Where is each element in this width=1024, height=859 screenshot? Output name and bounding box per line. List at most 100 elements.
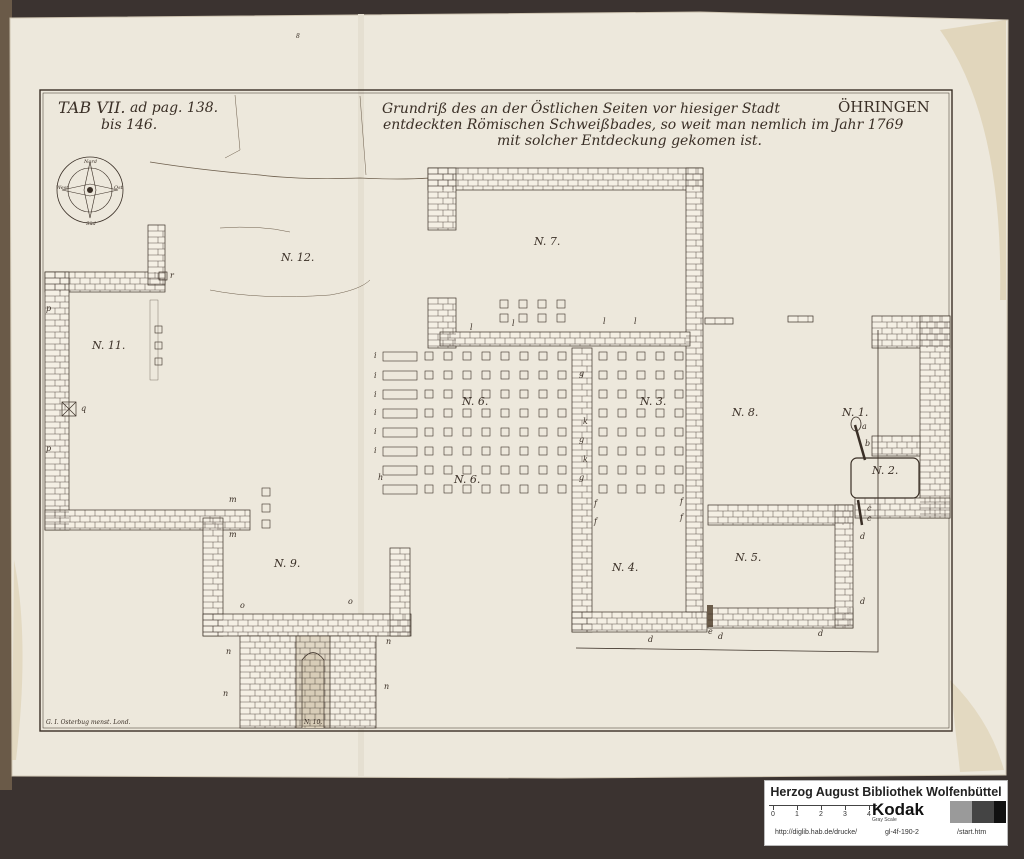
ruler-label: 3: [843, 811, 847, 818]
letter-o: o: [348, 597, 353, 606]
pillar-stack: [424, 446, 434, 456]
pillar-stack: [538, 427, 548, 437]
brick-courses: [920, 316, 950, 518]
room-n8: N. 8.: [732, 406, 759, 419]
pillar-stack: [557, 389, 567, 399]
letter-q: q: [81, 404, 87, 413]
letter-l: l: [634, 317, 637, 326]
pillar-stack: [261, 519, 271, 529]
drain-channel: [575, 330, 879, 653]
wall-n7: [427, 167, 704, 619]
page-number: 8: [296, 33, 300, 40]
pillar-stack: [443, 446, 453, 456]
pillar-stack: [557, 484, 567, 494]
pillar-stack: [424, 351, 434, 361]
letter-i: i: [374, 390, 377, 399]
pillar-stack: [424, 465, 434, 475]
title-line-3: mit solcher Entdeckung gekomen ist.: [497, 133, 763, 149]
pillar-stack: [519, 446, 529, 456]
pillar-stack: [537, 299, 547, 309]
pillar-stack: [261, 503, 271, 513]
pillar-row: [382, 484, 418, 495]
pillar-stack: [518, 313, 528, 323]
gray-chip-light: [950, 801, 972, 823]
room-n11: N. 11.: [92, 339, 126, 352]
plate-border: [39, 89, 953, 732]
pillar-stack: [557, 427, 567, 437]
pillar-stack: [655, 427, 665, 437]
pillar-stack: [617, 408, 627, 418]
ruler-label: 1: [795, 811, 799, 818]
room-n1: N. 1.: [842, 406, 869, 419]
brick-courses: [572, 348, 592, 632]
pillar-stack: [636, 370, 646, 380]
brick-courses: [45, 272, 69, 530]
pillar-stack: [636, 484, 646, 494]
pillar-stack: [617, 446, 627, 456]
letter-n: n: [223, 689, 229, 698]
pillar-row: [382, 446, 418, 457]
pillar-stack: [154, 357, 163, 366]
pillar-stack: [617, 370, 627, 380]
room-n5: N. 5.: [735, 551, 762, 564]
pillar-stack: [462, 389, 472, 399]
letter-e: e: [708, 627, 713, 636]
ground-crack: [149, 161, 431, 180]
letter-h: h: [378, 473, 384, 482]
brick-courses: [203, 614, 411, 636]
room-n10: N. 10.: [304, 719, 323, 726]
brick-courses: [797, 316, 809, 322]
brick-courses: [148, 225, 165, 285]
pillar-stack: [424, 389, 434, 399]
grayscale-label: Gray Scale: [872, 817, 897, 823]
pillar-stack: [443, 427, 453, 437]
letter-n: n: [226, 647, 232, 656]
brick-courses: [572, 612, 707, 632]
pillar-row: [382, 389, 418, 400]
brick-courses: [855, 498, 950, 518]
pillar-stack: [557, 370, 567, 380]
pillar-stack: [443, 351, 453, 361]
pillar-stack: [636, 427, 646, 437]
ruler-label: 2: [819, 811, 823, 818]
pillar-stack: [443, 389, 453, 399]
pillar-stack: [557, 408, 567, 418]
ruler-label: 4: [867, 811, 871, 818]
pillar-row: [382, 427, 418, 438]
pillar-stack: [424, 370, 434, 380]
pillar-stack: [598, 389, 608, 399]
gray-chip-mid: [972, 801, 994, 823]
pillar-stack: [598, 446, 608, 456]
ruler-tick: [797, 805, 798, 810]
plate-number: TAB VII.: [58, 98, 126, 117]
pillar-stack: [154, 341, 163, 350]
pillar-stack: [462, 427, 472, 437]
pillar-stack: [598, 427, 608, 437]
pillar-stack: [636, 351, 646, 361]
room-n2: N. 2.: [872, 464, 899, 477]
pillar-stack: [443, 465, 453, 475]
pillar-stack: [424, 408, 434, 418]
pillar-stack: [655, 408, 665, 418]
ground-crack: [219, 226, 291, 233]
pillar-stack: [674, 446, 684, 456]
letter-i: i: [374, 446, 377, 455]
letter-d: d: [860, 597, 866, 606]
room-n12: N. 12.: [281, 251, 315, 264]
brick-courses: [708, 505, 853, 525]
letter-k: k: [583, 417, 588, 426]
letter-m: m: [229, 495, 237, 504]
shelfmark: gl-4f-190-2: [885, 829, 919, 836]
letter-f: f: [680, 497, 683, 506]
room-n9: N. 9.: [274, 557, 301, 570]
letter-n: n: [386, 637, 392, 646]
water-stain-left: [12, 560, 23, 760]
pillar-stack: [556, 299, 566, 309]
brick-courses: [390, 548, 410, 636]
letter-d: d: [718, 632, 724, 641]
pillar-stack: [462, 465, 472, 475]
letter-i: i: [374, 371, 377, 380]
ruler-tick: [821, 805, 822, 810]
room-n6-upper: N. 6.: [462, 395, 489, 408]
pillar-stack: [617, 465, 627, 475]
